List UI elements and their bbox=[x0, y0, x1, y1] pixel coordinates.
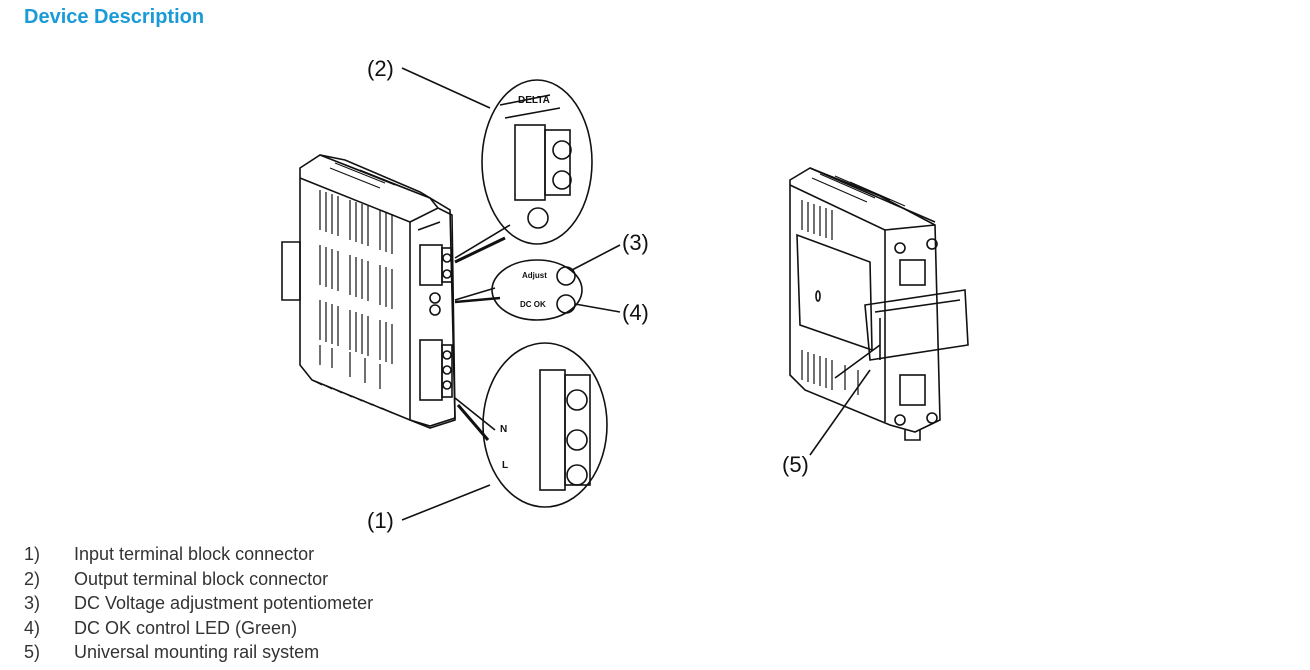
legend-item: 3) DC Voltage adjustment potentiometer bbox=[24, 591, 373, 616]
zoom-adjust-led bbox=[454, 259, 583, 321]
legend-text: Universal mounting rail system bbox=[74, 642, 320, 662]
n-label: N bbox=[500, 424, 507, 435]
legend-item: 2) Output terminal block connector bbox=[24, 567, 373, 592]
legend-item: 5) Universal mounting rail system bbox=[24, 640, 373, 665]
zoom-output-terminal bbox=[454, 79, 593, 264]
callout-2: (2) bbox=[367, 56, 394, 81]
callout-5: (5) bbox=[782, 452, 809, 477]
legend-list: 1) Input terminal block connector 2) Out… bbox=[24, 542, 373, 665]
legend-text: Output terminal block connector bbox=[74, 568, 329, 589]
rear-view-device bbox=[789, 167, 969, 441]
legend-text: DC OK control LED (Green) bbox=[74, 617, 298, 638]
page-title: Device Description bbox=[24, 6, 205, 28]
legend-number: 5) bbox=[24, 642, 41, 662]
l-label: L bbox=[502, 460, 508, 471]
callout-1: (1) bbox=[367, 508, 394, 533]
front-view-device bbox=[281, 154, 456, 429]
legend-number: 4) bbox=[24, 617, 41, 638]
callout-4: (4) bbox=[622, 300, 649, 325]
legend-number: 1) bbox=[24, 544, 41, 564]
legend-item: 1) Input terminal block connector bbox=[24, 542, 373, 567]
legend-item: 4) DC OK control LED (Green) bbox=[24, 616, 373, 641]
legend-number: 2) bbox=[24, 568, 41, 589]
callout-3: (3) bbox=[622, 230, 649, 255]
legend-text: DC Voltage adjustment potentiometer bbox=[74, 593, 374, 613]
brand-label: DELTA bbox=[518, 95, 550, 106]
device-figure: Adjust DC OK DELTA N L (2) (3) (4) (1) (… bbox=[281, 56, 969, 533]
zoom-input-terminal bbox=[454, 342, 608, 508]
adjust-label: Adjust bbox=[522, 271, 547, 280]
legend-text: Input terminal block connector bbox=[74, 544, 315, 564]
legend-number: 3) bbox=[24, 593, 41, 613]
dc-ok-label: DC OK bbox=[520, 300, 546, 309]
